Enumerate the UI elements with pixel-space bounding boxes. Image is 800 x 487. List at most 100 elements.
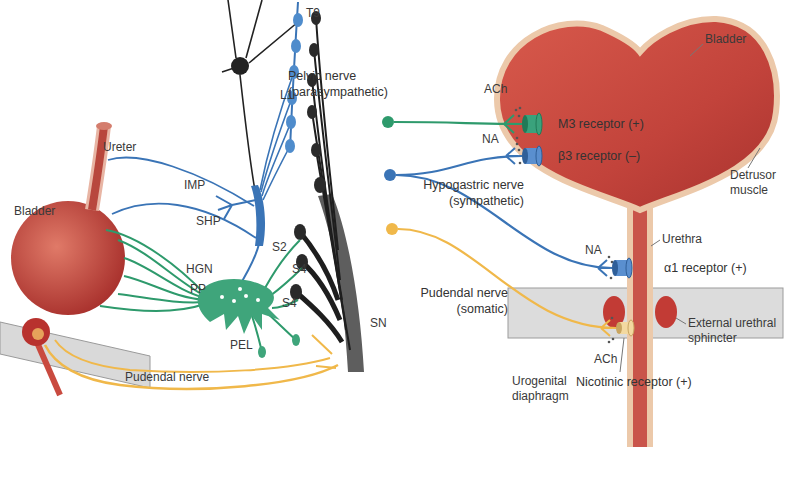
pudendal-nerve-fibres xyxy=(312,335,336,368)
urethra-tube xyxy=(627,195,653,447)
spinal-nerve-bundle xyxy=(307,105,317,119)
hypogastric-plexus xyxy=(108,158,265,288)
pelvic-plexus xyxy=(256,298,260,302)
spinal-nerve-bundle xyxy=(302,262,340,320)
leader-line xyxy=(651,240,660,246)
spinal-nerve-bundle xyxy=(296,292,342,342)
left-bladder xyxy=(32,328,44,340)
left-bladder xyxy=(92,126,104,210)
hypogastric-plexus xyxy=(108,158,254,206)
left-bladder xyxy=(92,126,104,210)
part-label: Bladder xyxy=(705,32,746,47)
part-label: PEL xyxy=(230,338,253,353)
receptor: α1 receptor (+) xyxy=(612,258,632,278)
receptor: M3 receptor (+) xyxy=(522,113,542,135)
spinal-neuron xyxy=(222,0,298,196)
node-label: Hypogastric nerve (sympathetic) xyxy=(402,177,524,209)
nerve-fibre xyxy=(396,175,612,268)
nerve-fibre xyxy=(398,229,616,328)
node-label: α1 receptor (+) xyxy=(664,260,747,276)
leader-line xyxy=(620,338,624,372)
spinal-nerve-bundle xyxy=(294,224,306,240)
left-bladder xyxy=(11,122,125,395)
pudendal-nerve-fibres xyxy=(55,340,330,372)
neurotransmitter-dots xyxy=(611,317,614,320)
left-bladder xyxy=(22,318,50,346)
nerve-terminal xyxy=(598,260,610,276)
sympathetic-chain xyxy=(260,2,303,200)
receptor-shape xyxy=(628,320,634,336)
neurotransmitter-dots xyxy=(516,137,519,140)
part-label: S4 xyxy=(292,262,307,277)
neurotransmitter-dots xyxy=(519,162,522,165)
urethra-tube xyxy=(633,195,647,447)
neurotransmitter-dots xyxy=(515,107,615,344)
receptor-shape xyxy=(612,260,618,276)
part-label: External urethral sphincter xyxy=(688,316,793,346)
part-label: T9 xyxy=(306,6,320,21)
part-label: SHP xyxy=(196,214,221,229)
nerve-terminal xyxy=(601,320,612,336)
pelvic-plexus xyxy=(198,279,280,334)
receptor: β3 receptor (–) xyxy=(522,146,542,166)
pelvic-plexus xyxy=(292,334,300,346)
left-bladder xyxy=(96,122,112,130)
part-label: Bladder xyxy=(14,204,55,219)
pelvic-plexus xyxy=(100,304,205,311)
nerve-terminal xyxy=(504,115,517,133)
spinal-nerve-bundle xyxy=(314,177,326,193)
receptor-shape xyxy=(522,115,528,133)
part-label: Pudendal nerve xyxy=(125,370,209,385)
nerve-cell-body: Hypogastric nerve (sympathetic) xyxy=(384,169,396,181)
spinal-nerve-bundle xyxy=(309,43,319,57)
external-sphincter xyxy=(603,296,677,328)
pudendal-nerve-fibres xyxy=(45,335,338,389)
left-bladder xyxy=(11,201,125,315)
nerve-terminal xyxy=(506,148,518,164)
pelvic-plexus xyxy=(238,287,242,291)
nerve-cell-body: Pudendal nerve (somatic) xyxy=(386,223,398,235)
part-label: ACh xyxy=(484,82,507,97)
part-label: S4 xyxy=(282,296,297,311)
pelvic-plexus xyxy=(244,294,248,298)
spinal-neuron xyxy=(240,75,256,196)
receptor-shape xyxy=(612,258,632,278)
receptor-shape xyxy=(616,320,634,336)
sympathetic-chain xyxy=(285,139,295,153)
nerve-cell-body: Pelvic nerve (parasympathetic) xyxy=(382,116,394,128)
sympathetic-chain xyxy=(262,122,291,196)
neurotransmitter-dots xyxy=(518,115,521,118)
part-label: SN xyxy=(370,316,387,331)
part-label: Urogenital diaphragm xyxy=(512,374,584,404)
neurotransmitter-dots xyxy=(519,107,522,110)
spinal-neuron xyxy=(231,57,249,75)
hypogastric-plexus xyxy=(112,204,256,238)
spinal-nerve-bundle xyxy=(318,194,364,372)
neurotransmitter-dots xyxy=(610,277,613,280)
receptor-shape xyxy=(616,322,622,334)
receptor-shape xyxy=(522,146,542,166)
node-label: M3 receptor (+) xyxy=(558,116,644,132)
spinal-nerve-bundle xyxy=(311,143,321,157)
neurotransmitter-dots xyxy=(612,338,615,341)
sympathetic-chain xyxy=(286,115,296,129)
hypogastric-plexus xyxy=(216,196,256,219)
receptor-shape xyxy=(522,113,542,135)
part-label: HGN xyxy=(186,262,213,277)
node-label: Pudendal nerve (somatic) xyxy=(408,285,508,317)
receptor: Nicotinic receptor (+) xyxy=(616,320,634,336)
receptor-shape xyxy=(536,113,542,135)
receptor-shape xyxy=(536,146,542,166)
neurotransmitter-dots xyxy=(515,109,518,112)
pudendal-nerve-fibres xyxy=(45,345,338,389)
sympathetic-chain xyxy=(293,13,303,27)
leader-line xyxy=(748,148,760,168)
pelvic-plexus xyxy=(220,295,224,299)
leader-line xyxy=(676,318,686,324)
pelvic-plexus xyxy=(258,346,266,358)
node-label: β3 receptor (–) xyxy=(558,148,640,164)
part-label: Ureter xyxy=(103,140,136,155)
neurotransmitter-dots xyxy=(608,256,611,259)
leader-line xyxy=(690,44,703,56)
